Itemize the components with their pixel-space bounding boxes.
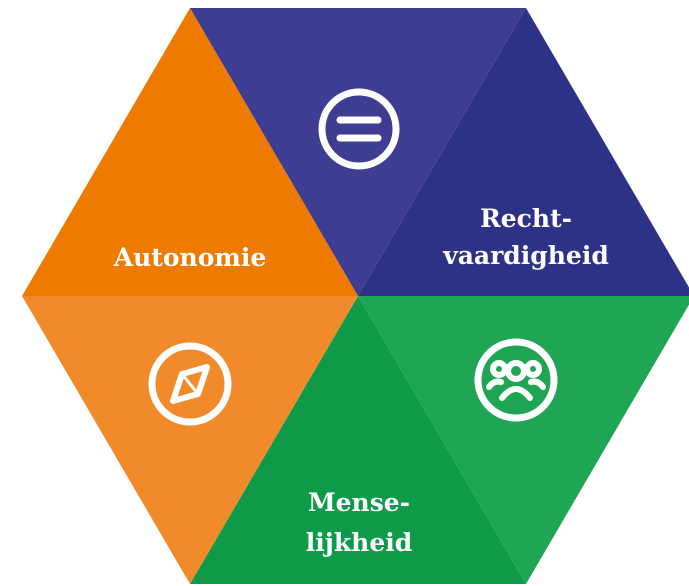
label-rechtvaardigheid-line1: Recht- — [480, 204, 572, 233]
equals-icon — [318, 88, 400, 170]
segment-rechtvaardigheid-upper — [190, 8, 526, 296]
label-autonomie: Autonomie — [113, 243, 267, 272]
label-menselijkheid-line2: lijkheid — [306, 528, 412, 557]
segment-autonomie-lower — [22, 296, 358, 584]
people-group-icon — [474, 338, 558, 422]
label-menselijkheid-line1: Mense- — [308, 488, 410, 517]
segment-rechtvaardigheid-right — [358, 8, 689, 296]
segment-menselijkheid-lower — [190, 296, 526, 584]
compass-icon — [148, 342, 232, 426]
label-rechtvaardigheid-line2: vaardigheid — [442, 241, 609, 270]
segment-menselijkheid-right — [358, 296, 689, 584]
segment-autonomie-upper — [22, 8, 358, 296]
